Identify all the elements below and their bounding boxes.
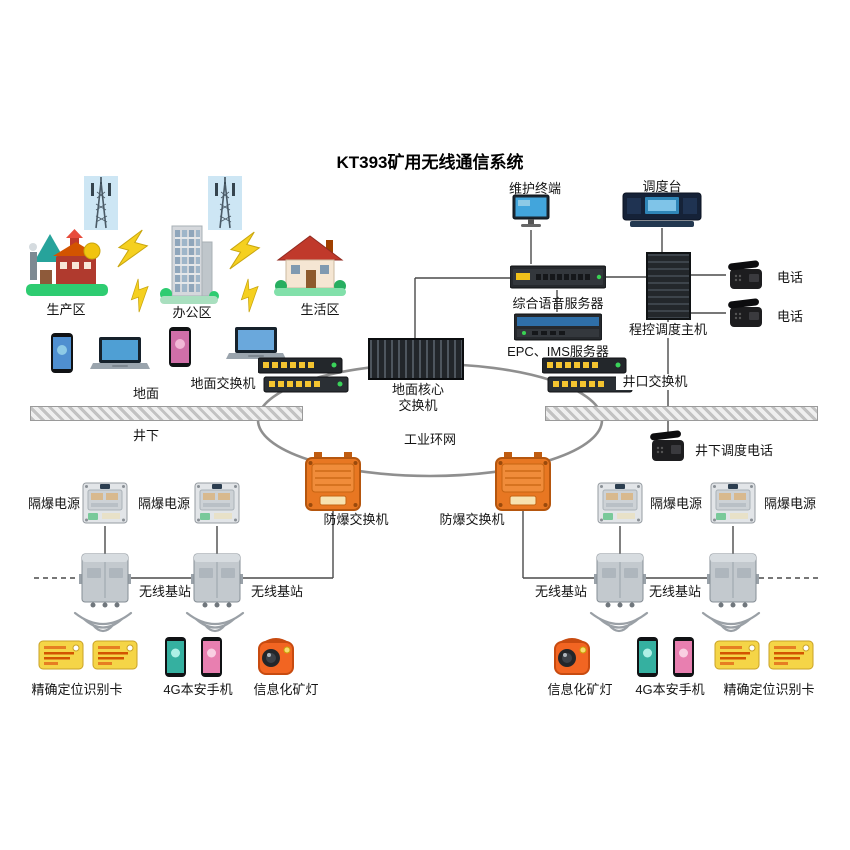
- house-icon: [272, 230, 348, 298]
- label-smart-lamp-right: 信息化矿灯: [547, 682, 613, 697]
- wifi-signal-icon: [184, 610, 246, 638]
- positioning-card-icon: [768, 640, 814, 670]
- label-smart-lamp-left: 信息化矿灯: [253, 682, 319, 697]
- factory-icon: [26, 226, 108, 300]
- 4g-phone-icon: [200, 636, 223, 678]
- ground-bar-right: [545, 406, 818, 421]
- flameproof-power-icon: [194, 480, 240, 526]
- label-telephone-1: 电话: [776, 270, 803, 285]
- label-flameproof-power-3: 隔爆电源: [649, 496, 702, 511]
- surface-switch-icon: [257, 356, 350, 394]
- wifi-signal-icon: [700, 610, 762, 638]
- positioning-card-icon: [92, 640, 138, 670]
- lightning-icon: [109, 222, 156, 276]
- flameproof-power-icon: [82, 480, 128, 526]
- label-4g-phone-left: 4G本安手机: [163, 682, 233, 697]
- label-living-area: 生活区: [300, 302, 340, 317]
- label-dispatch-host: 程控调度主机: [620, 322, 716, 338]
- flameproof-power-icon: [597, 480, 643, 526]
- ex-proof-switch-icon: [304, 450, 362, 512]
- label-core-switch-line2: 交换机: [398, 397, 438, 413]
- page-title: KT393矿用无线通信系统: [336, 153, 524, 172]
- label-underground: 井下: [132, 428, 159, 443]
- 4g-phone-icon: [636, 636, 659, 678]
- lightning-icon: [221, 224, 268, 278]
- label-production-area: 生产区: [46, 302, 86, 317]
- base-station-icon: [79, 552, 131, 608]
- label-flameproof-power-4: 隔爆电源: [763, 496, 816, 511]
- label-flameproof-power-2: 隔爆电源: [137, 496, 190, 511]
- label-flameproof-power-1: 隔爆电源: [27, 496, 80, 511]
- label-positioning-card-right: 精确定位识别卡: [723, 682, 815, 697]
- ground-bar-left: [30, 406, 303, 421]
- label-4g-phone-right: 4G本安手机: [635, 682, 705, 697]
- label-core-switch-line1: 地面核心: [391, 382, 444, 397]
- positioning-card-icon: [714, 640, 760, 670]
- label-dispatch-console: 调度台: [642, 179, 682, 194]
- label-industrial-ring: 工业环网: [403, 432, 456, 447]
- label-base-station-3: 无线基站: [534, 584, 587, 599]
- label-maintenance-terminal: 维护终端: [508, 181, 561, 196]
- laptop-icon: [90, 336, 150, 372]
- positioning-card-icon: [38, 640, 84, 670]
- mining-lamp-icon: [254, 636, 298, 678]
- lightning-icon: [121, 274, 158, 316]
- label-office-area: 办公区: [172, 305, 212, 320]
- label-epc-ims-server: EPC、IMS服务器: [507, 344, 609, 359]
- base-station-icon: [191, 552, 243, 608]
- label-base-station-2: 无线基站: [250, 584, 303, 599]
- flameproof-power-icon: [710, 480, 756, 526]
- maintenance-terminal-icon: [512, 194, 550, 230]
- telephone-2-icon: [726, 298, 766, 330]
- smartphone-icon: [50, 332, 74, 374]
- label-wellhead-switch: 井口交换机: [616, 374, 694, 390]
- label-base-station-4: 无线基站: [648, 584, 701, 599]
- dispatch-console-icon: [622, 192, 702, 228]
- base-station-icon: [594, 552, 646, 608]
- label-surface-switch: 地面交换机: [190, 376, 256, 391]
- mining-lamp-icon: [550, 636, 594, 678]
- label-ex-switch-right: 防爆交换机: [439, 512, 505, 527]
- 4g-phone-icon: [164, 636, 187, 678]
- antenna-tower-icon: [208, 176, 242, 230]
- epc-ims-server-icon: [513, 312, 603, 342]
- wifi-signal-icon: [72, 610, 134, 638]
- label-base-station-1: 无线基站: [138, 584, 191, 599]
- telephone-1-icon: [726, 260, 766, 292]
- label-ex-switch-left: 防爆交换机: [323, 512, 389, 527]
- label-voice-server: 综合语音服务器: [512, 296, 604, 311]
- wifi-signal-icon: [588, 610, 650, 638]
- core-switch-icon: [368, 338, 464, 380]
- label-telephone-2: 电话: [776, 309, 803, 324]
- label-surface: 地面: [132, 386, 159, 401]
- voice-server-icon: [509, 264, 607, 290]
- smartphone-icon: [168, 326, 192, 368]
- office-building-icon: [158, 220, 220, 306]
- ex-proof-switch-icon: [494, 450, 552, 512]
- base-station-icon: [707, 552, 759, 608]
- label-underground-dispatch-phone: 井下调度电话: [694, 443, 773, 458]
- antenna-tower-icon: [84, 176, 118, 230]
- label-positioning-card-left: 精确定位识别卡: [31, 682, 123, 697]
- lightning-icon: [231, 274, 268, 316]
- 4g-phone-icon: [672, 636, 695, 678]
- underground-dispatch-phone-icon: [648, 430, 688, 464]
- label-core-switch: 地面核心 交换机: [376, 382, 460, 413]
- dispatch-host-rack-icon: [646, 252, 691, 320]
